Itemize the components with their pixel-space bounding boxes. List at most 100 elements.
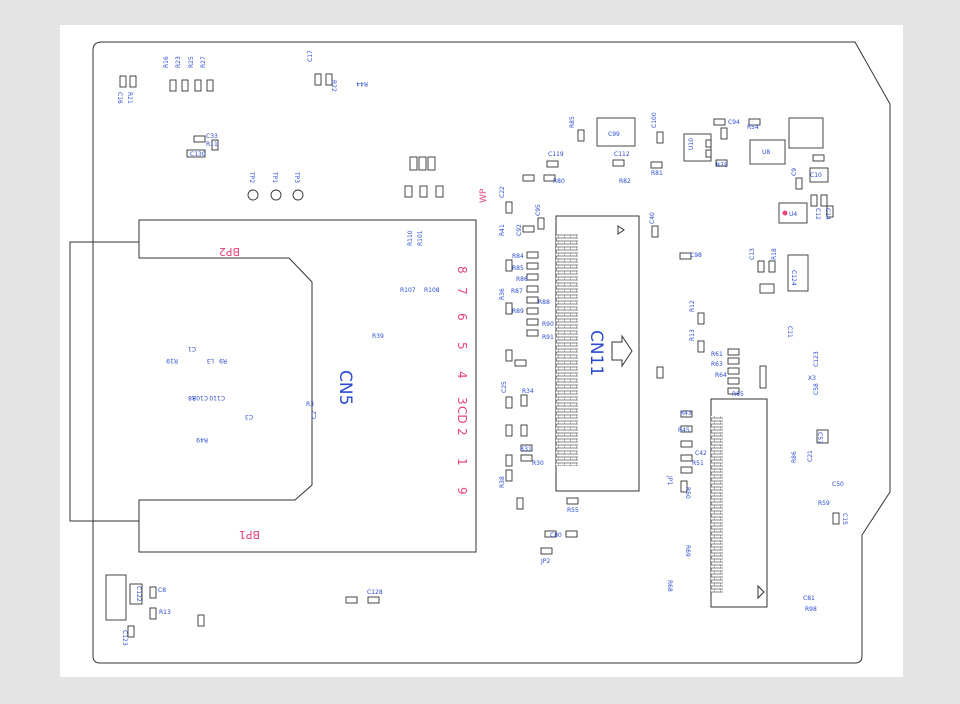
component-pad <box>325 73 333 86</box>
component-pad <box>516 497 524 510</box>
component-pad <box>514 359 527 367</box>
designator-r68: R68 <box>666 580 673 592</box>
component-pad <box>169 79 177 92</box>
component-pad <box>720 127 728 140</box>
designator-c95: C95 <box>535 204 542 216</box>
designator-r19: R19 <box>166 357 178 364</box>
designator-r50: R50 <box>684 487 691 499</box>
component-pad <box>577 129 585 142</box>
designator-c16: C16 <box>116 92 123 104</box>
designator-c11: C11 <box>786 326 793 338</box>
pin1-marker-icon <box>617 225 625 235</box>
designator-c124: C124 <box>790 270 797 286</box>
component-pad <box>314 73 322 86</box>
designator-c8: C8 <box>158 587 166 594</box>
u8-label: U8 <box>762 149 770 156</box>
component-pad <box>194 79 202 92</box>
component-pad <box>526 318 539 326</box>
wp-label: WP <box>479 188 489 203</box>
component-pad <box>713 118 726 126</box>
designator-r51: R51 <box>692 460 704 467</box>
component-pad <box>656 366 664 379</box>
designator-r101: R101 <box>417 230 424 246</box>
component-pad <box>705 149 712 158</box>
designator-r9: R9 <box>219 357 227 364</box>
component-pad <box>520 394 528 407</box>
component-pad <box>345 596 358 604</box>
designator-r81: R81 <box>651 170 663 177</box>
component-pad <box>526 251 539 259</box>
designator-c119: C119 <box>548 151 564 158</box>
designator-c25: C25 <box>501 381 508 393</box>
designator-c112: C112 <box>614 151 630 158</box>
designator-r85b: R85 <box>512 265 524 272</box>
connector-12-package <box>788 117 824 149</box>
component-pad <box>526 329 539 337</box>
pin-7: 7 <box>455 287 469 295</box>
designator-r25: R25 <box>188 56 195 68</box>
designator-r30: R30 <box>532 460 544 467</box>
component-pad <box>367 596 380 604</box>
component-pad <box>526 273 539 281</box>
component-pad <box>727 357 740 365</box>
designator-r98: R98 <box>805 606 817 613</box>
designator-r69: R69 <box>684 545 691 557</box>
component-pad <box>656 131 664 144</box>
bp2-label: BP2 <box>219 245 240 258</box>
cn5-pin-numbers: 8 7 6 5 4 3 CD 2 1 9 <box>455 266 469 495</box>
crystal-label: X3 <box>808 375 816 382</box>
component-pad <box>680 425 693 433</box>
pin-9: 9 <box>455 487 469 495</box>
designator-r22: R22 <box>330 80 337 92</box>
designator-r13b: R13 <box>689 329 696 341</box>
component-pad <box>505 259 513 272</box>
designator-c92: C92 <box>516 224 523 236</box>
bp1-label: BP1 <box>239 528 260 541</box>
designator-r54: R54 <box>747 124 759 131</box>
pin-cd: CD <box>455 406 469 424</box>
cn11-label: CN11 <box>586 330 606 376</box>
component-pad <box>544 530 557 538</box>
component-pad <box>543 174 556 182</box>
designator-r3: R3 <box>306 401 314 408</box>
designator-r44: R44 <box>356 80 368 87</box>
designator-r43: R43 <box>680 410 692 417</box>
component-pad <box>149 607 157 620</box>
c124-package <box>787 254 809 292</box>
component-pad <box>650 161 663 169</box>
designator-c12: C12 <box>814 208 821 220</box>
designator-r75: R75 <box>716 162 728 169</box>
component-pad <box>520 454 533 462</box>
component-pad <box>680 410 693 418</box>
pin-3: 3 <box>455 397 469 405</box>
component-pad <box>537 217 545 230</box>
designator-c58: C58 <box>813 383 820 395</box>
designator-c15: C15 <box>841 513 848 525</box>
designator-c50: C50 <box>832 481 844 488</box>
designator-c14: C14 <box>824 208 831 220</box>
component-pad <box>520 444 533 452</box>
designator-r59: R59 <box>818 500 830 507</box>
jp1-label: JP1 <box>666 475 673 485</box>
designator-c42: C42 <box>695 450 707 457</box>
component-pad <box>759 365 767 389</box>
component-pad <box>193 135 206 143</box>
designator-r110: R110 <box>407 230 414 246</box>
component-pad <box>680 466 693 474</box>
designator-c40: C40 <box>649 212 656 224</box>
component-pad <box>522 174 535 182</box>
component-pad <box>680 454 693 462</box>
component-pad <box>505 302 513 315</box>
designator-c13: C13 <box>749 248 756 260</box>
component-pad <box>809 167 829 183</box>
designator-r108: R108 <box>424 287 440 294</box>
designator-r85: R85 <box>569 116 576 128</box>
designator-r21: R21 <box>126 92 133 104</box>
tp3-label: TP3 <box>293 171 300 183</box>
tp3-pad <box>292 189 304 201</box>
component-pad <box>404 185 413 198</box>
designator-c130: C130 <box>190 151 206 158</box>
component-pad <box>816 429 829 444</box>
designator-r38: R38 <box>499 476 506 488</box>
designator-r63: R63 <box>711 361 723 368</box>
